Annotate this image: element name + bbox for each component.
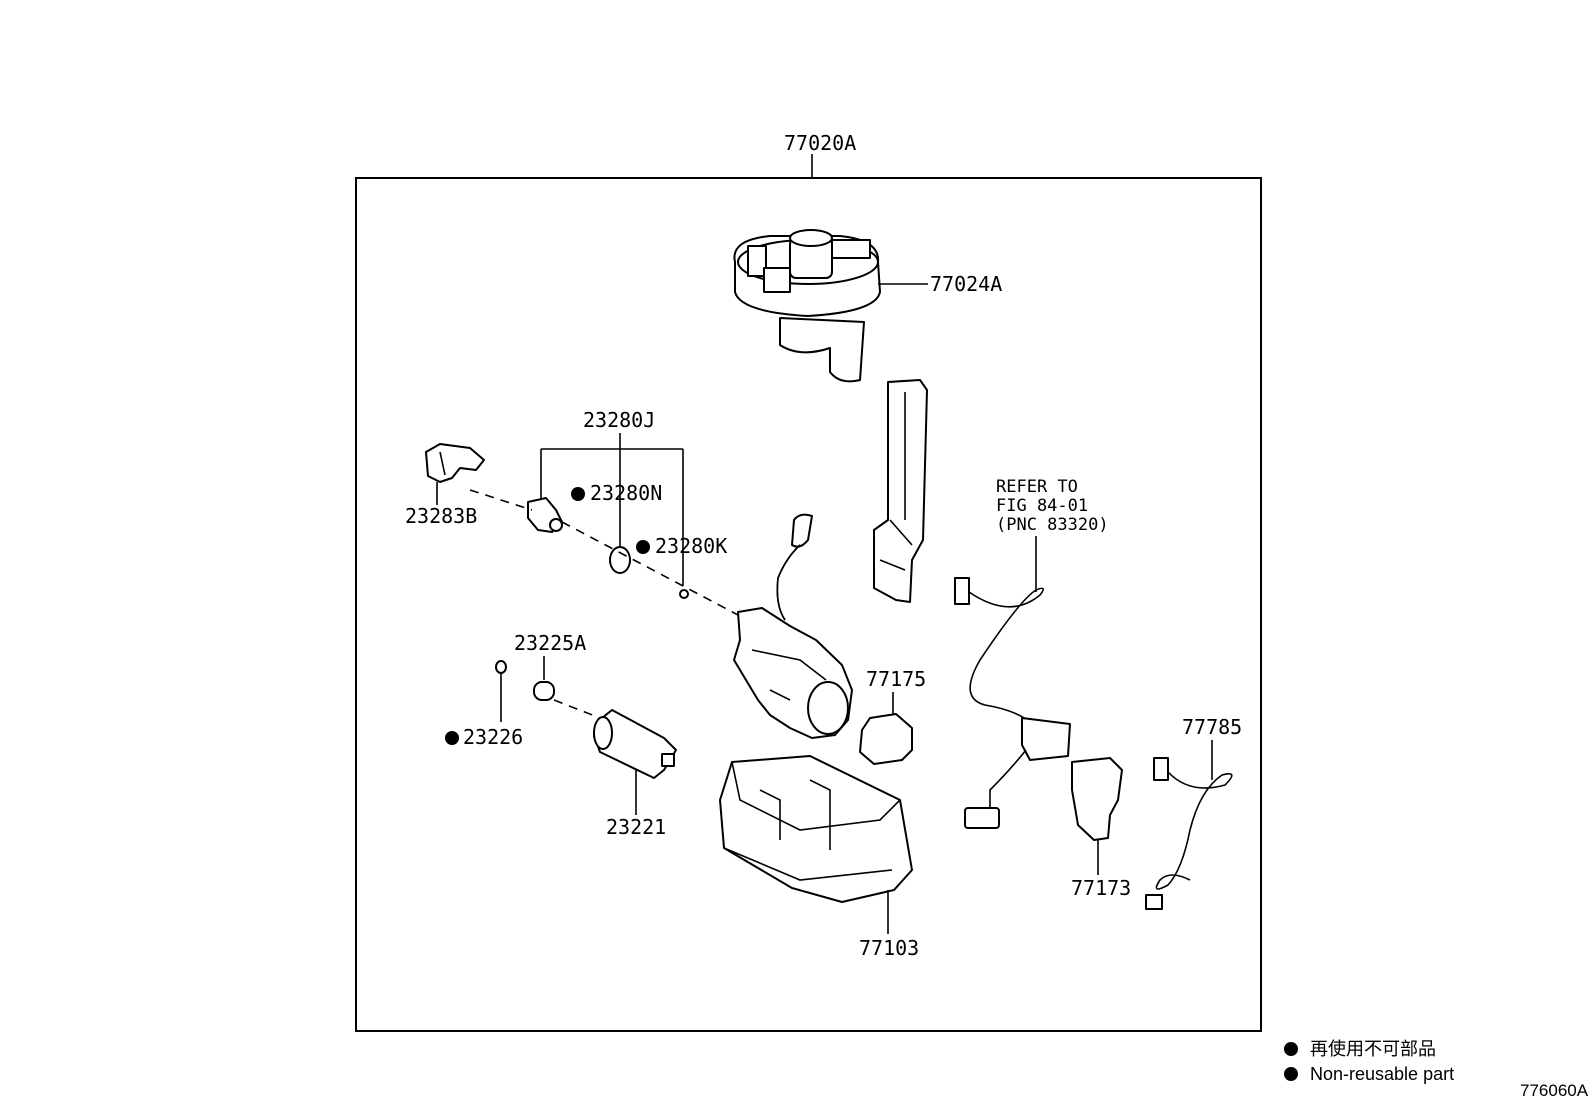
label-23221[interactable]: 23221: [606, 815, 666, 839]
label-23280N[interactable]: 23280N: [590, 481, 662, 505]
label-77175[interactable]: 77175: [866, 667, 926, 691]
part-23280J-fitting[interactable]: [527, 497, 563, 533]
part-77173-connector[interactable]: [1071, 757, 1123, 841]
label-23280J[interactable]: 23280J: [583, 408, 655, 432]
label-23283B[interactable]: 23283B: [405, 504, 477, 528]
part-23221-pump-motor[interactable]: [593, 709, 677, 779]
non-reusable-dot-23280N: [571, 487, 585, 501]
legend-ja: 再使用不可部品: [1310, 1039, 1436, 1059]
part-23280K-ring[interactable]: [679, 589, 689, 599]
part-sender-strip[interactable]: [873, 379, 928, 603]
part-77175-holder[interactable]: [859, 713, 913, 765]
refer-note-line3: (PNC 83320): [996, 515, 1109, 535]
figure-code: 776060A: [1520, 1081, 1589, 1099]
label-23280K[interactable]: 23280K: [655, 534, 727, 558]
label-77103[interactable]: 77103: [859, 936, 919, 960]
non-reusable-dot-23280K: [636, 540, 650, 554]
assembly-frame: [355, 177, 1262, 1032]
label-77024A[interactable]: 77024A: [930, 272, 1002, 296]
part-23225A[interactable]: [533, 681, 555, 701]
label-23225A[interactable]: 23225A: [514, 631, 586, 655]
legend-en: Non-reusable part: [1310, 1064, 1454, 1084]
part-pump-body[interactable]: [733, 513, 853, 739]
part-77103-case[interactable]: [719, 755, 913, 903]
label-23226[interactable]: 23226: [463, 725, 523, 749]
non-reusable-dot-23226: [445, 731, 459, 745]
part-77785-harness[interactable]: [1145, 757, 1233, 910]
legend-dot-en: [1284, 1067, 1298, 1081]
refer-note-line1: REFER TO: [996, 477, 1078, 497]
part-23226-ring[interactable]: [495, 660, 507, 674]
part-23280N-oring[interactable]: [609, 546, 631, 574]
legend-dot-ja: [1284, 1042, 1298, 1056]
label-77785[interactable]: 77785: [1182, 715, 1242, 739]
part-23283B-clip[interactable]: [425, 443, 485, 483]
label-77020A[interactable]: 77020A: [784, 131, 856, 155]
part-77024A-cap[interactable]: [733, 229, 881, 383]
part-wire-harness-83320[interactable]: [954, 577, 1071, 829]
label-77173[interactable]: 77173: [1071, 876, 1131, 900]
refer-note-line2: FIG 84-01: [996, 496, 1088, 516]
